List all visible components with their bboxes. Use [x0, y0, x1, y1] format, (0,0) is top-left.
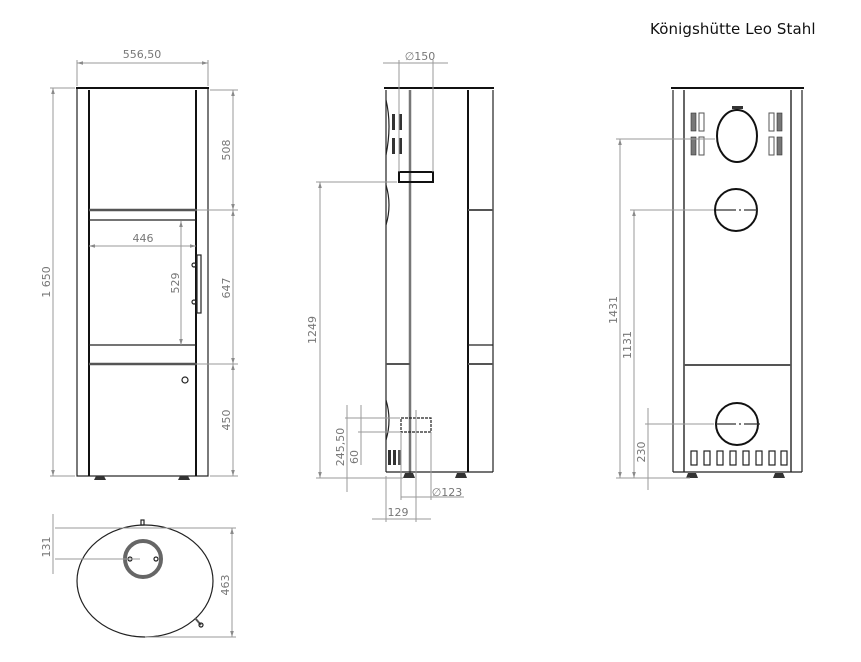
door-handle-icon [196, 254, 202, 314]
dim-lower-outlet-height: 230 [635, 442, 648, 463]
dim-flue-height: 1249 [306, 316, 319, 344]
dim-top-section: 508 [220, 140, 233, 161]
dim-flue-offset: 131 [40, 537, 53, 558]
drawing-title: Königshütte Leo Stahl [650, 20, 816, 38]
dim-air-inlet-offset: 129 [388, 506, 409, 519]
dim-upper-outlet-height: 1431 [607, 296, 620, 324]
dim-flue-diameter: ∅150 [405, 50, 436, 63]
dim-height-total: 1 650 [40, 266, 53, 298]
dim-middle-outlet-height: 1131 [621, 331, 634, 359]
ash-door-knob-icon [181, 376, 189, 384]
dim-air-inlet-size: 60 [348, 450, 361, 464]
side-view: ∅150 1249 245,50 60 ∅123 129 [306, 50, 494, 522]
back-view: 1431 1131 230 [607, 87, 804, 490]
upper-outlet-icon [716, 109, 758, 163]
dim-air-inlet-diameter: ∅123 [432, 486, 463, 499]
dim-air-inlet-height: 245,50 [334, 428, 347, 467]
dim-window-height: 529 [169, 273, 182, 294]
dim-window-width: 446 [133, 232, 154, 245]
dim-depth: 463 [219, 575, 232, 596]
dim-door-section: 647 [220, 278, 233, 299]
dim-bottom-section: 450 [220, 410, 233, 431]
dim-width-total: 556,50 [123, 48, 162, 61]
front-view: 556,50 1 650 508 647 450 446 529 [40, 48, 238, 480]
top-view: 131 463 [40, 514, 236, 638]
